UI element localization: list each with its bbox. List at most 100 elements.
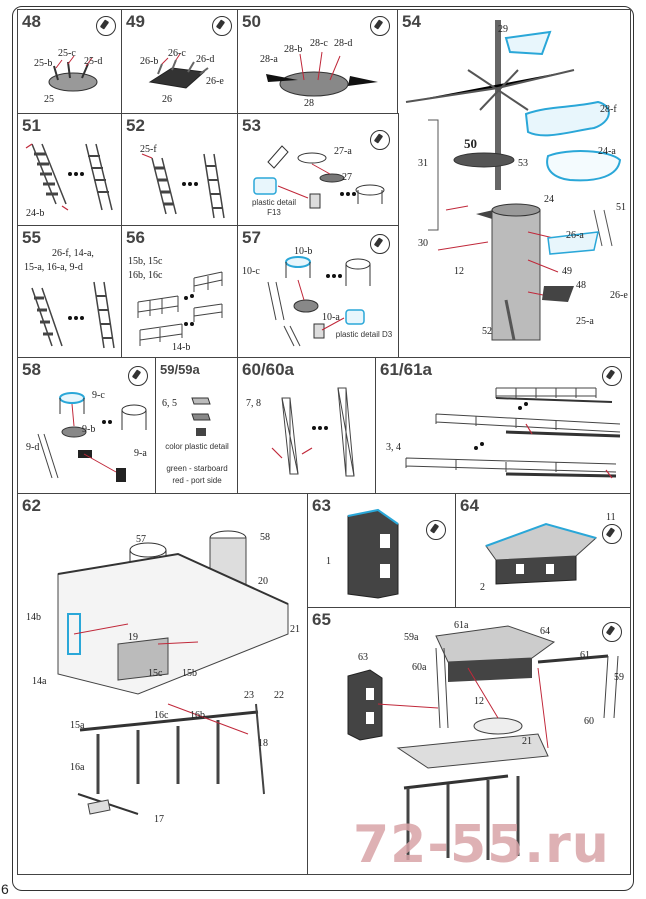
step-48-drawing [48,55,98,92]
part-label: 9-c [92,390,105,401]
part-label: 28-a [260,54,278,65]
step-64-drawing [485,522,598,585]
part-label: 19 [128,632,138,643]
part-label: 27-a [334,146,352,157]
glue-icon [602,366,622,386]
part-label: 24 [544,194,554,205]
step-number: 61/61a [380,360,432,379]
step-57-drawing [267,256,371,347]
part-label: 25-b [34,58,53,69]
step-54-drawing [405,20,622,341]
glue-icon [602,622,622,642]
part-label: 59a [404,632,419,643]
step-63-panel: 63 1 [307,493,457,609]
part-label: 20 [258,576,268,587]
glue-icon [370,130,390,150]
step-number: 63 [312,496,331,515]
part-label: 26-c [168,48,186,59]
step-number: 58 [22,360,41,379]
part-label: 26-e [206,76,224,87]
part-label: 10-c [242,266,260,277]
step-number: 56 [126,228,145,247]
part-label: 16b, 16c [128,270,163,281]
step-55-drawing [31,281,115,349]
step-64-panel: 64 11 2 [455,493,631,609]
step-number: 50 [242,12,261,31]
part-label: 60 [584,716,594,727]
part-label: 26-a [566,230,584,241]
part-label: 28 [304,98,314,109]
watermark: 72-55.ru [353,815,610,875]
step-number: 57 [242,228,261,247]
step-number: 49 [126,12,145,31]
part-label: 31 [418,158,428,169]
step-65-panel: 65 59a 61a 64 61 59 63 60a 12 60 21 [307,607,631,875]
step-number: 53 [242,116,261,135]
part-label: 14b [26,612,41,623]
part-label: 15-a, 16-a, 9-d [24,262,83,273]
step-number: 60/60a [242,360,294,379]
part-label: 16a [70,762,85,773]
step-58-panel: 58 9-c 9-b 9-d 9-a [17,357,157,495]
part-label: 26-d [196,54,215,65]
part-label: 53 [518,158,528,169]
step-53-drawing [253,145,385,209]
step-59-drawing [191,397,211,436]
part-label: 51 [616,202,626,213]
part-label: 28-b [284,44,303,55]
part-label: 15b, 15c [128,256,163,267]
step-52-drawing [141,153,225,219]
step-51-drawing [25,143,113,211]
step-59-panel: 59/59a 6, 5 color plastic detail green -… [155,357,239,495]
part-note: red - port side [172,476,222,485]
part-label: 21 [290,624,300,635]
part-label: 60a [412,662,427,673]
step-number: 65 [312,610,331,629]
part-label: 15b [182,668,197,679]
part-label: 12 [474,696,484,707]
part-label: 12 [454,266,464,277]
step-50-drawing [266,51,378,97]
step-52-panel: 52 25-f [121,113,239,227]
step-number: 54 [402,12,421,31]
part-note: plastic detail F13 [251,198,297,217]
part-label: 16c [154,710,169,721]
step-number: 52 [126,116,145,135]
part-label: 24-b [26,208,45,219]
part-label: 17 [154,814,164,825]
part-label: 10-a [322,312,340,323]
part-label: 1 [326,556,331,567]
step-57-panel: 57 10-b 10-c 10-a plastic detail D3 [237,225,399,359]
step-60-panel: 60/60a 7, 8 [237,357,377,495]
part-label: 25-d [84,56,103,67]
step-55-panel: 55 26-f, 14-a, 15-a, 16-a, 9-d [17,225,123,359]
part-label: 48 [576,280,586,291]
glue-icon [212,16,232,36]
part-note: green - starboard [166,464,228,473]
part-note: plastic detail D3 [335,330,393,339]
step-number: 48 [22,12,41,31]
part-label: 24-a [598,146,616,157]
part-label: 52 [482,326,492,337]
glue-icon [96,16,116,36]
step-number: 55 [22,228,41,247]
part-label: 26-e [610,290,628,301]
step-56-drawing [137,271,223,346]
part-label: 9-d [26,442,40,453]
part-label: 25-f [140,144,157,155]
part-label: 58 [260,532,270,543]
step-62-panel: 62 57 58 20 21 14b 19 15c 15b 14a 23 22 … [17,493,309,875]
page-number: 6 [1,881,9,897]
part-label: 16b [190,710,205,721]
glue-icon [370,234,390,254]
step-62-drawing [57,530,289,815]
step-number: 64 [460,496,479,515]
part-label: 3, 4 [386,442,401,453]
instruction-sheet: 48 25-b 25-c 25-d 25 49 26-b 26-c 26-d 2… [12,6,634,891]
step-49-drawing [148,53,209,89]
step-61-drawing [405,387,621,479]
part-label: 14a [32,676,47,687]
part-label: 15c [148,668,163,679]
part-note: color plastic detail [165,442,229,451]
step-54-panel: 54 29 28-f 50 24-a 31 53 24 51 30 [397,9,631,359]
